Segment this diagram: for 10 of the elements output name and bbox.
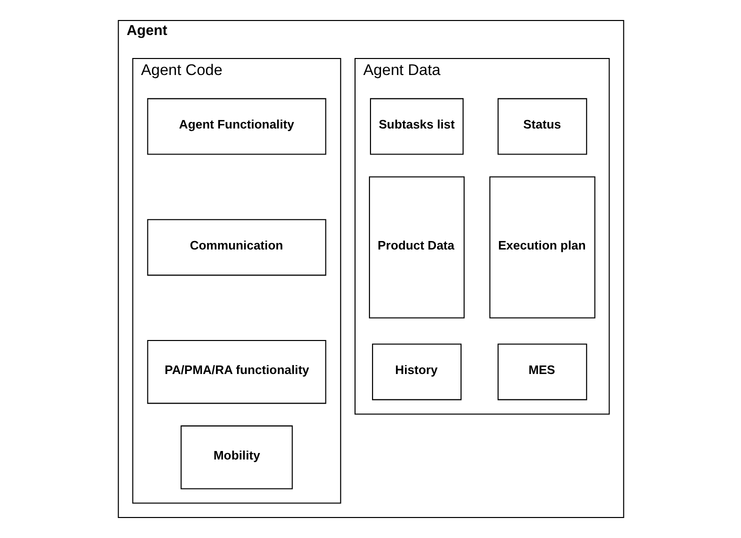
node-box: PA/PMA/RA functionality (146, 340, 326, 404)
node-box: Product Data (368, 176, 464, 318)
node-box: Status (497, 98, 587, 155)
node-box: MES (497, 344, 587, 400)
node-box: Mobility (180, 425, 292, 490)
node-box: Agent Functionality (146, 98, 326, 155)
node-box: History (372, 344, 462, 400)
node-box: Communication (146, 219, 326, 276)
node-box: Execution plan (488, 176, 595, 318)
node-box: Subtasks list (369, 98, 464, 155)
